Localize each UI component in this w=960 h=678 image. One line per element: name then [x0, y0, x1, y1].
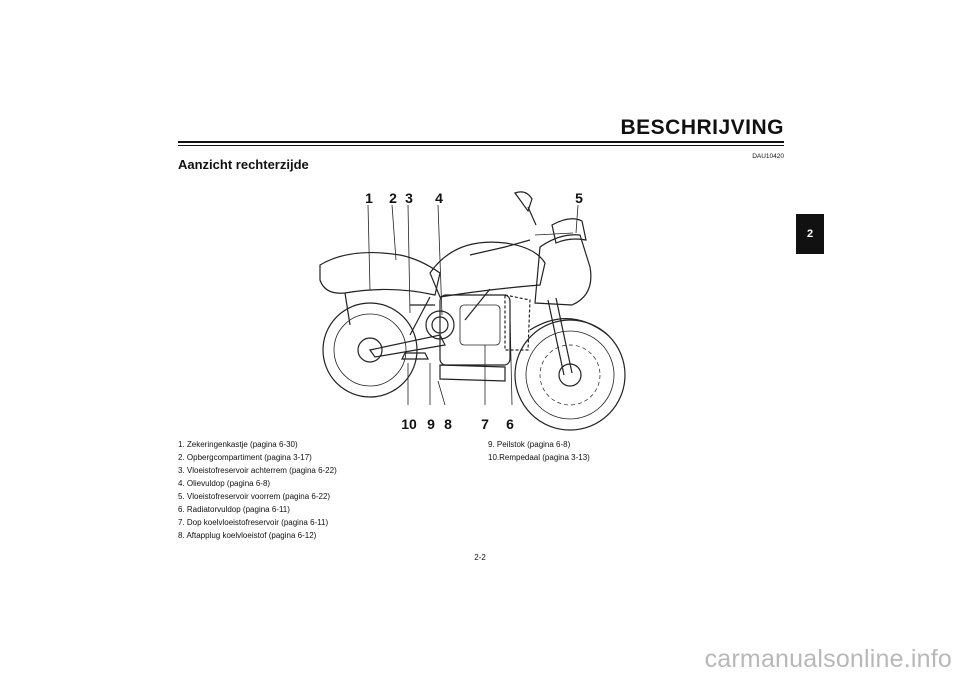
- legend-item: 7. Dop koelvloeistofreservoir (pagina 6-…: [178, 518, 329, 527]
- front-wheel: [514, 319, 626, 431]
- callout-4: 4: [435, 190, 443, 206]
- header-title: BESCHRIJVING: [620, 116, 784, 139]
- section-title: Aanzicht rechterzijde: [178, 157, 309, 172]
- callout-2: 2: [389, 190, 397, 206]
- motorcycle-illustration: [319, 191, 626, 431]
- legend-item: 10.Rempedaal (pagina 3-13): [488, 453, 590, 462]
- document-code: DAU10420: [752, 153, 784, 160]
- legend-item: 5. Vloeistofreservoir voorrem (pagina 6-…: [178, 492, 331, 501]
- legend-item: 1. Zekeringenkastje (pagina 6-30): [178, 440, 298, 449]
- header-rule-thin: [178, 145, 784, 146]
- callout-5: 5: [575, 190, 583, 206]
- legend-left: 1. Zekeringenkastje (pagina 6-30) 2. Opb…: [178, 438, 337, 542]
- callout-3: 3: [405, 190, 413, 206]
- legend-item: 9. Peilstok (pagina 6-8): [488, 440, 571, 449]
- page-number: 2-2: [474, 553, 486, 562]
- legend-item: 3. Vloeistofreservoir achterrem (pagina …: [178, 466, 337, 475]
- legend-item: 6. Radiatorvuldop (pagina 6-11): [178, 505, 290, 514]
- legend-right: 9. Peilstok (pagina 6-8) 10.Rempedaal (p…: [488, 438, 590, 464]
- legend-item: 8. Aftapplug koelvloeistof (pagina 6-12): [178, 531, 317, 540]
- callout-10: 10: [401, 416, 417, 432]
- watermark: carmanualsonline.info: [704, 645, 952, 673]
- legend-item: 4. Olievuldop (pagina 6-8): [178, 479, 271, 488]
- header-rule: [178, 141, 784, 143]
- callout-8: 8: [444, 416, 452, 432]
- callout-7: 7: [481, 416, 489, 432]
- callout-1: 1: [365, 190, 373, 206]
- legend-item: 2. Opbergcompartiment (pagina 3-17): [178, 453, 312, 462]
- callout-9: 9: [427, 416, 435, 432]
- chapter-tab[interactable]: 2: [796, 214, 824, 254]
- callout-6: 6: [506, 416, 514, 432]
